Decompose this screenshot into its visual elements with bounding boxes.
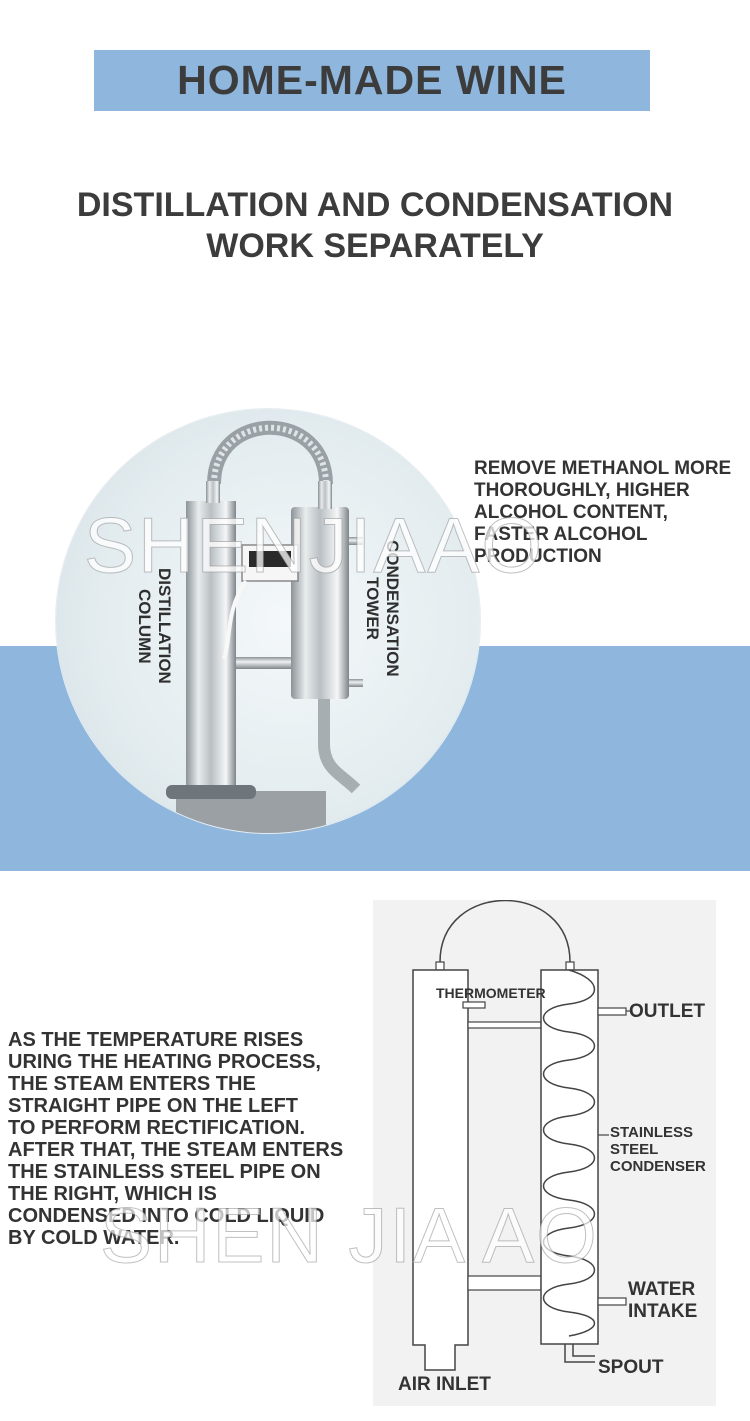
water-intake-label: WATER INTAKE [628,1279,698,1322]
product-photo [56,409,480,833]
condenser-diagram [412,900,631,1371]
condensation-tower-label: CONDENSATION TOWER [363,540,402,677]
spout-label: SPOUT [598,1357,664,1378]
benefit-text: REMOVE METHANOL MORE THOROUGHLY, HIGHER … [474,458,732,567]
thermometer-label: THERMOMETER [436,985,546,1001]
distiller-illustration [166,420,363,833]
air-inlet-label: AIR INLET [398,1374,491,1395]
title-banner: HOME-MADE WINE [94,50,650,111]
outlet-label: OUTLET [629,1001,705,1022]
condenser-label: STAINLESS STEEL CONDENSER [610,1124,706,1175]
page-title: HOME-MADE WINE [177,57,567,103]
distillation-column-label: DISTILLATION COLUMN [135,568,174,684]
subtitle: DISTILLATION AND CONDENSATION WORK SEPAR… [76,186,674,265]
process-text: AS THE TEMPERATURE RISES URING THE HEATI… [8,1029,344,1249]
